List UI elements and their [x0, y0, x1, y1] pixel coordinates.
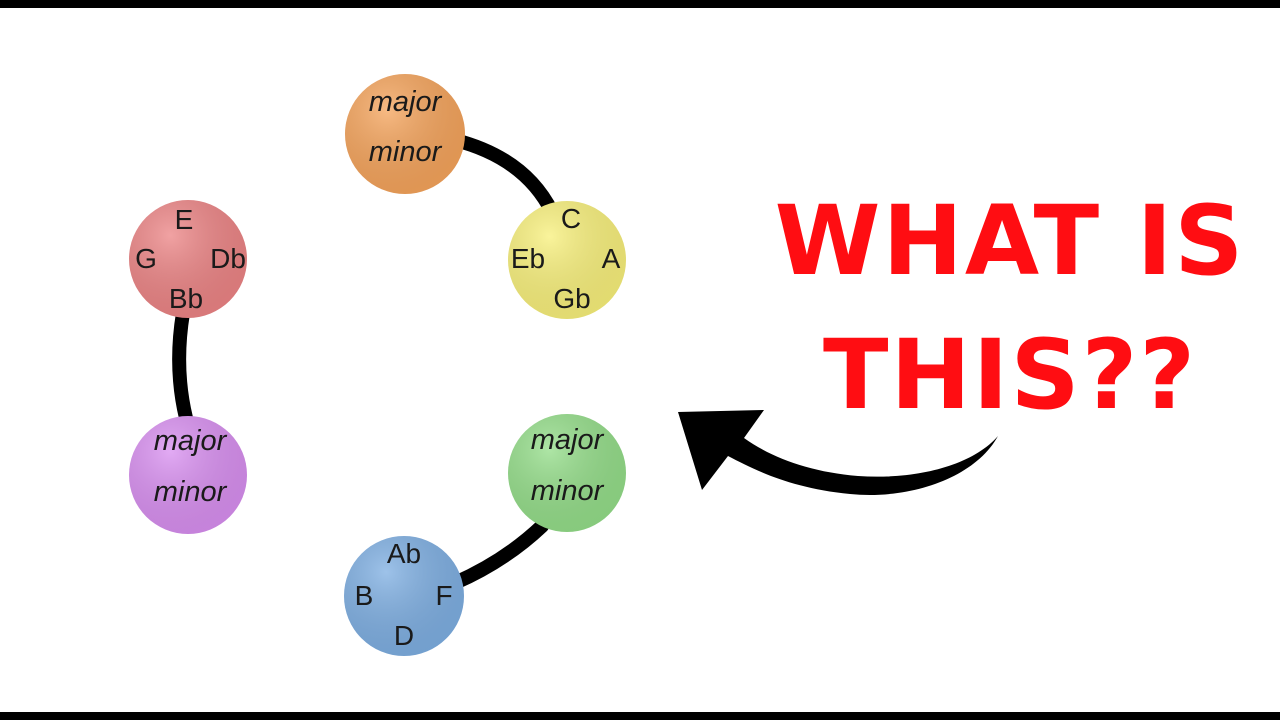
node-label: minor: [531, 475, 605, 507]
node-blue: Ab B F D: [344, 536, 464, 656]
curved-arrow-icon: [678, 410, 998, 495]
node-green: major minor: [508, 414, 626, 532]
headline-line-1: WHAT IS: [774, 185, 1246, 297]
node-label: major: [369, 86, 443, 118]
connector-green-blue: [448, 519, 549, 590]
connector-orange-yellow: [448, 133, 559, 219]
connector-red-purple: [172, 306, 193, 425]
node-label: major: [154, 425, 228, 457]
node-orange: major minor: [345, 74, 465, 194]
node-label: D: [394, 620, 414, 651]
headline-line-2: THIS??: [822, 319, 1198, 431]
node-red: E G Db Bb: [129, 200, 247, 318]
node-label: C: [561, 203, 581, 234]
node-label: Db: [210, 243, 246, 274]
node-label: Gb: [553, 283, 590, 314]
node-label: Bb: [169, 283, 203, 314]
node-yellow: C Eb A Gb: [508, 201, 626, 319]
node-label: G: [135, 243, 157, 274]
thumbnail-canvas: major minor C Eb A Gb E G Db Bb major mi…: [0, 8, 1280, 712]
node-purple: major minor: [129, 416, 247, 534]
node-label: minor: [154, 476, 228, 508]
chord-circle-diagram: major minor C Eb A Gb E G Db Bb major mi…: [129, 74, 998, 656]
node-label: minor: [369, 136, 443, 168]
node-label: E: [175, 204, 194, 235]
node-label: A: [602, 243, 621, 274]
node-label: major: [531, 424, 605, 456]
node-label: F: [435, 580, 452, 611]
node-label: B: [355, 580, 374, 611]
node-label: Ab: [387, 538, 421, 569]
node-label: Eb: [511, 243, 545, 274]
